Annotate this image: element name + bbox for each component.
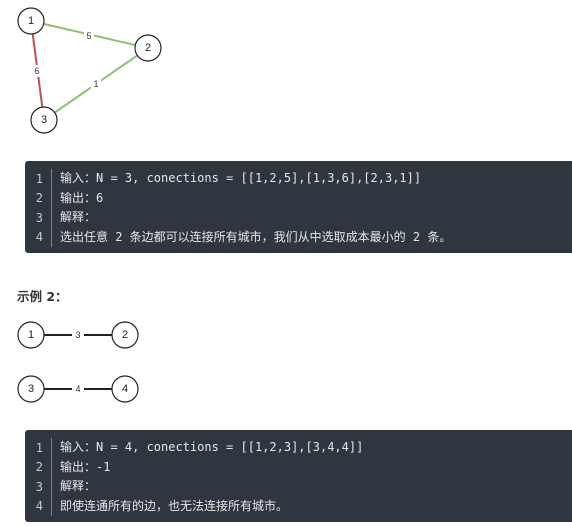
graph-node-1: 1 bbox=[17, 321, 45, 349]
code-text: 即使连通所有的边，也无法连接所有城市。 bbox=[51, 496, 288, 516]
svg-text:1: 1 bbox=[28, 329, 34, 341]
example2-code-block: 1 输入：N = 4, conections = [[1,2,3],[3,4,4… bbox=[25, 430, 572, 522]
edge-label-2-3: 1 bbox=[93, 79, 98, 89]
line-number: 4 bbox=[35, 230, 43, 245]
code-line: 2 输出：-1 bbox=[25, 457, 572, 477]
code-text: 选出任意 2 条边都可以连接所有城市，我们从中选取成本最小的 2 条。 bbox=[51, 227, 451, 247]
line-number: 1 bbox=[35, 171, 43, 186]
code-text: 输入：N = 4, conections = [[1,2,3],[3,4,4]] bbox=[51, 438, 363, 458]
code-line: 3 解释： bbox=[25, 477, 572, 497]
example2-graph: 3 4 1 2 3 4 bbox=[17, 321, 139, 403]
svg-text:2: 2 bbox=[122, 329, 128, 341]
svg-text:3: 3 bbox=[28, 383, 34, 395]
example1-code-block: 1 输入：N = 3, conections = [[1,2,5],[1,3,6… bbox=[25, 161, 572, 253]
edge-label-1-3: 6 bbox=[34, 66, 39, 76]
edge-label-1-2: 3 bbox=[75, 330, 80, 340]
code-text: 输出：-1 bbox=[51, 457, 110, 477]
svg-text:3: 3 bbox=[41, 114, 47, 126]
code-text: 解释： bbox=[51, 477, 96, 497]
line-number: 3 bbox=[35, 479, 43, 494]
line-number: 1 bbox=[35, 440, 43, 455]
code-line: 1 输入：N = 4, conections = [[1,2,3],[3,4,4… bbox=[25, 438, 572, 458]
edge-label-3-4: 4 bbox=[75, 384, 80, 394]
line-number: 2 bbox=[35, 191, 43, 206]
code-line: 1 输入：N = 3, conections = [[1,2,5],[1,3,6… bbox=[25, 169, 572, 189]
graph-node-1: 1 bbox=[17, 7, 45, 35]
code-line: 2 输出：6 bbox=[25, 188, 572, 208]
svg-text:4: 4 bbox=[122, 383, 128, 395]
graph-node-2: 2 bbox=[134, 34, 162, 62]
code-line: 4 选出任意 2 条边都可以连接所有城市，我们从中选取成本最小的 2 条。 bbox=[25, 227, 572, 247]
graph-node-4: 4 bbox=[111, 375, 139, 403]
example1-graph: 5 6 1 1 2 3 bbox=[17, 7, 162, 134]
code-line: 3 解释： bbox=[25, 208, 572, 228]
edge-label-1-2: 5 bbox=[86, 31, 91, 41]
line-number: 3 bbox=[35, 210, 43, 225]
svg-text:2: 2 bbox=[145, 42, 151, 54]
graph-node-2: 2 bbox=[111, 321, 139, 349]
code-text: 输出：6 bbox=[51, 188, 103, 208]
graph-node-3: 3 bbox=[30, 106, 58, 134]
line-number: 4 bbox=[35, 499, 43, 514]
code-text: 解释： bbox=[51, 208, 96, 228]
line-number: 2 bbox=[35, 460, 43, 475]
example2-heading: 示例 2： bbox=[17, 289, 68, 304]
svg-text:1: 1 bbox=[28, 15, 34, 27]
code-text: 输入：N = 3, conections = [[1,2,5],[1,3,6],… bbox=[51, 169, 421, 189]
graph-node-3: 3 bbox=[17, 375, 45, 403]
code-line: 4 即使连通所有的边，也无法连接所有城市。 bbox=[25, 496, 572, 516]
